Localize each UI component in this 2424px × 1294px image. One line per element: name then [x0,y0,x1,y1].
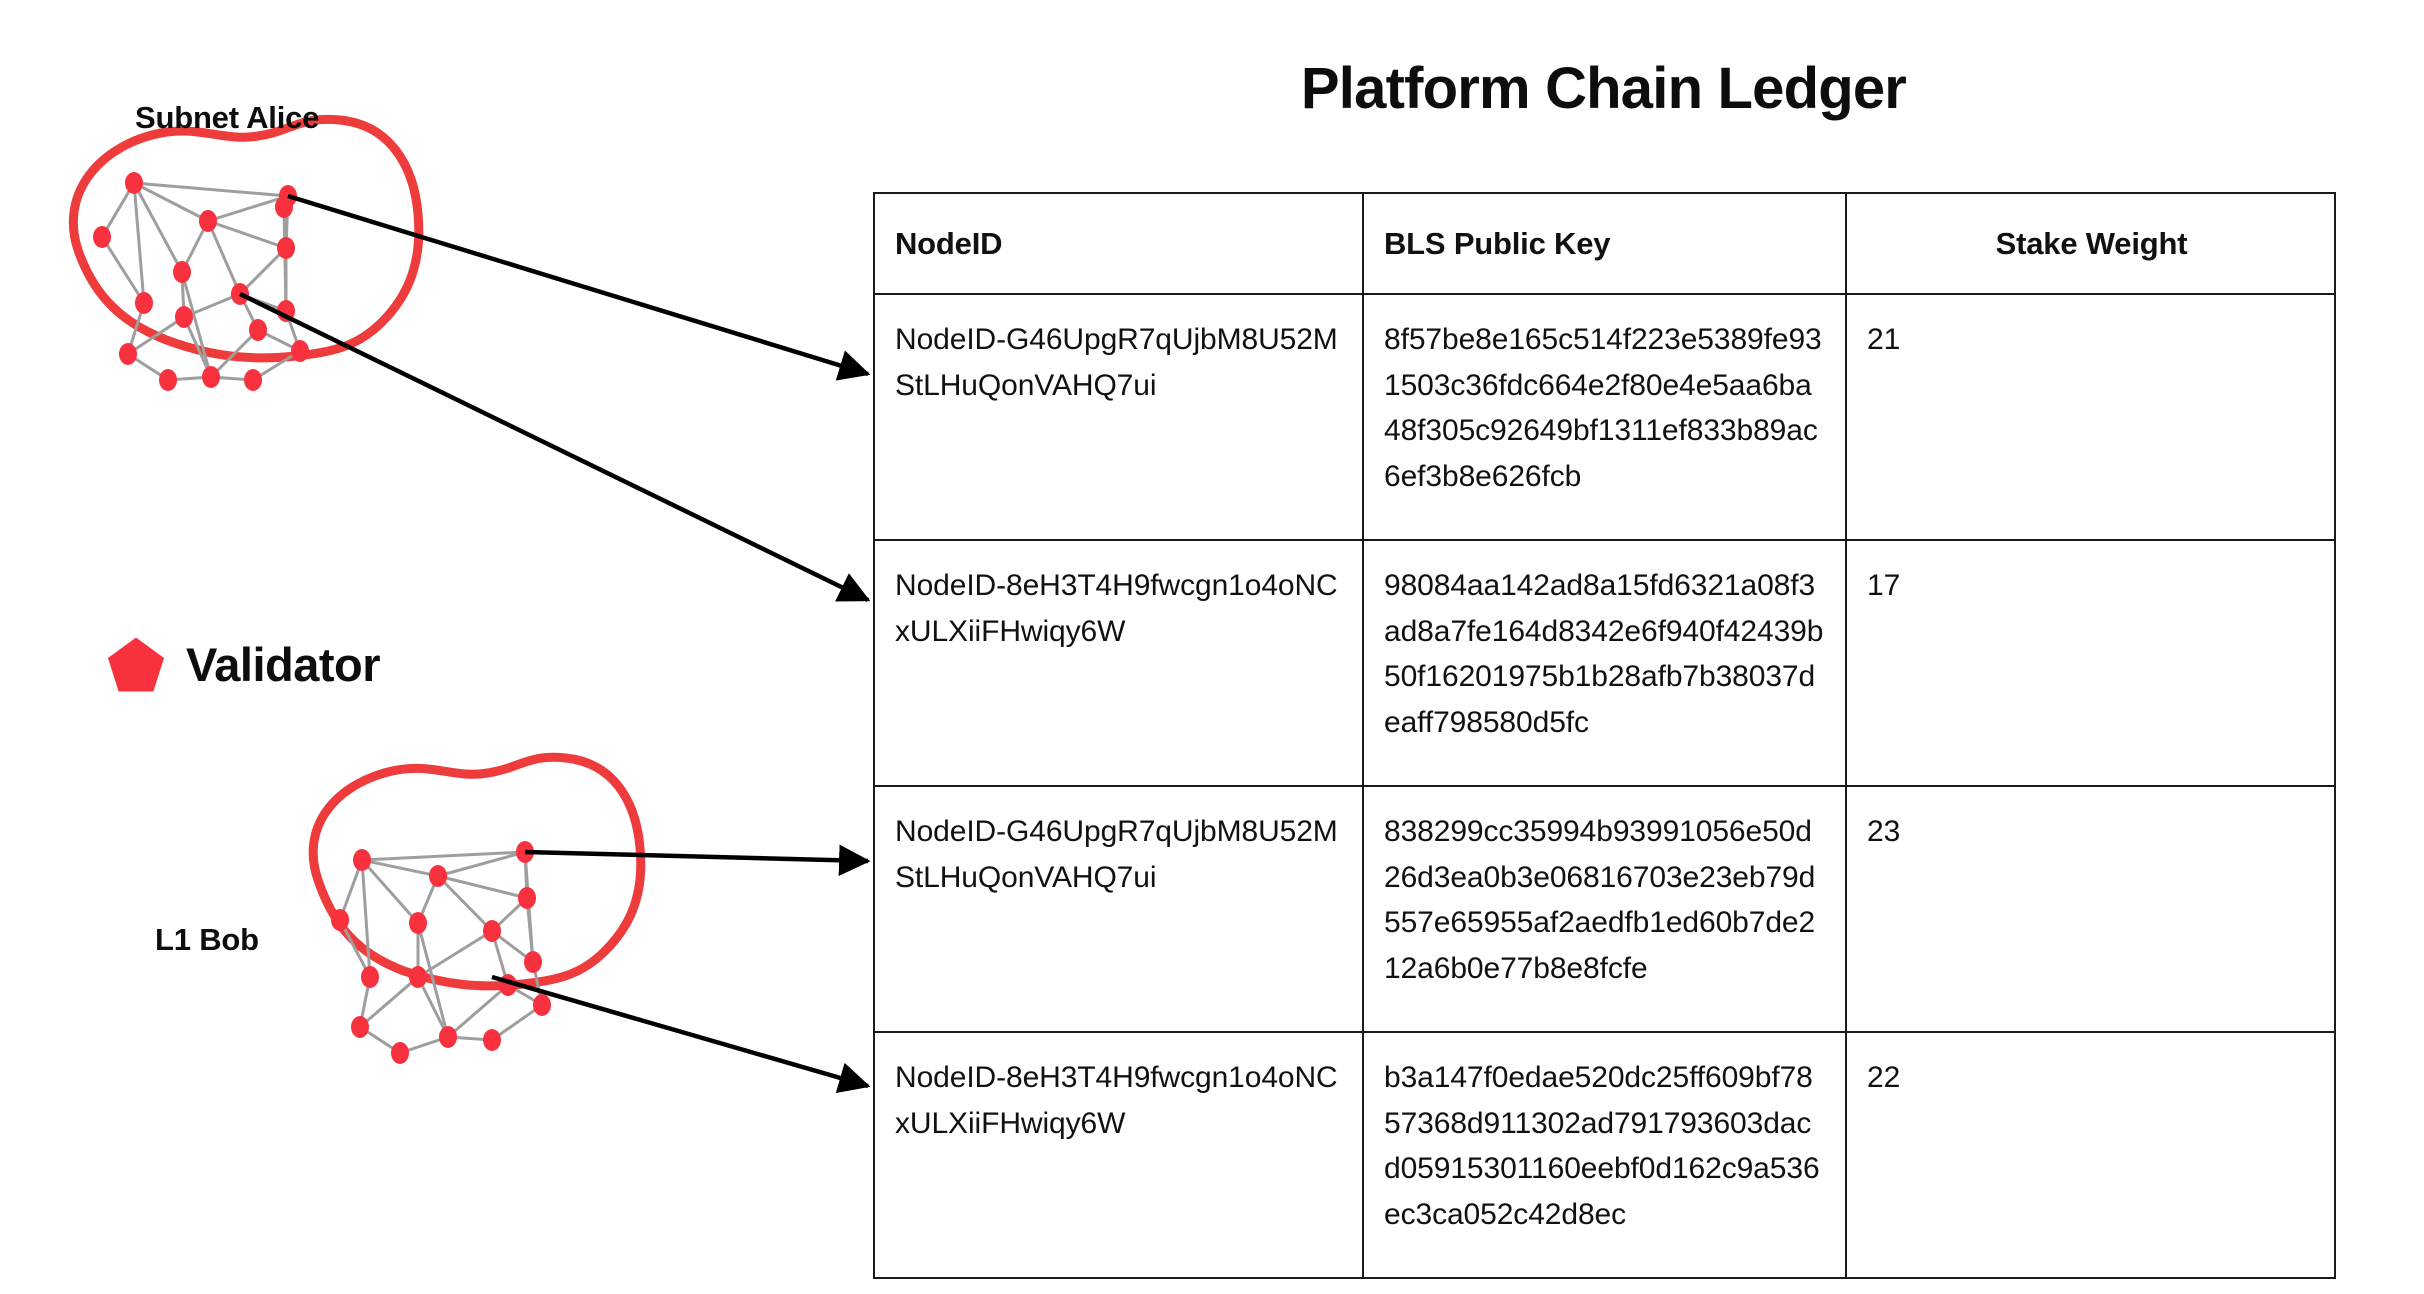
cell-nodeid: NodeID-8eH3T4H9fwcgn1o4oNCxULXiiFHwiqy6W [873,539,1364,788]
subnet-alice-label: Subnet Alice [135,100,320,135]
cell-nodeid: NodeID-G46UpgR7qUjbM8U52MStLHuQonVAHQ7ui [873,293,1364,542]
cell-stake-weight: 23 [1845,785,2336,1034]
cell-nodeid: NodeID-G46UpgR7qUjbM8U52MStLHuQonVAHQ7ui [873,785,1364,1034]
cell-bls-public-key: b3a147f0edae520dc25ff609bf7857368d911302… [1362,1031,1847,1280]
validator-legend: Validator [108,637,381,692]
cell-bls-public-key: 838299cc35994b93991056e50d26d3ea0b3e0681… [1362,785,1847,1034]
column-header-nodeid: NodeID [873,191,1364,296]
table-row: NodeID-8eH3T4H9fwcgn1o4oNCxULXiiFHwiqy6W… [873,539,2336,788]
pentagon-icon [108,637,164,692]
arrow-alice-to-row2 [239,291,871,603]
cell-stake-weight: 17 [1845,539,2336,788]
diagram-panel: Subnet Alice L1 Bob Validator [0,0,880,1294]
table-row: NodeID-G46UpgR7qUjbM8U52MStLHuQonVAHQ7ui… [873,293,2336,542]
subnet-alice-group [68,114,424,391]
platform-chain-ledger-table: NodeID BLS Public Key Stake Weight NodeI… [873,191,2336,1280]
validator-legend-label: Validator [186,638,381,691]
l1-bob-group [308,752,646,1064]
l1-bob-label: L1 Bob [155,922,259,957]
l1-bob-blob-outline [308,752,646,991]
table-row: NodeID-G46UpgR7qUjbM8U52MStLHuQonVAHQ7ui… [873,785,2336,1034]
table-header: NodeID BLS Public Key Stake Weight [873,191,2336,296]
network-diagram [68,114,871,1094]
cell-bls-public-key: 8f57be8e165c514f223e5389fe931503c36fdc66… [1362,293,1847,542]
connector-arrows [239,193,871,1094]
subnet-alice-nodes [93,172,309,391]
table-body: NodeID-G46UpgR7qUjbM8U52MStLHuQonVAHQ7ui… [873,293,2336,1280]
cell-stake-weight: 21 [1845,293,2336,542]
column-header-bls-public-key: BLS Public Key [1362,191,1847,296]
table-row: NodeID-8eH3T4H9fwcgn1o4oNCxULXiiFHwiqy6W… [873,1031,2336,1280]
arrow-alice-to-row1 [287,193,871,381]
table-header-row: NodeID BLS Public Key Stake Weight [873,191,2336,296]
arrow-bob-to-row4 [491,974,871,1094]
subnet-alice-blob-outline [68,114,424,363]
cell-stake-weight: 22 [1845,1031,2336,1280]
cell-bls-public-key: 98084aa142ad8a15fd6321a08f3ad8a7fe164d83… [1362,539,1847,788]
column-header-stake-weight: Stake Weight [1845,191,2336,296]
page-title: Platform Chain Ledger [1300,56,1907,121]
l1-bob-nodes [331,841,551,1064]
cell-nodeid: NodeID-8eH3T4H9fwcgn1o4oNCxULXiiFHwiqy6W [873,1031,1364,1280]
arrow-bob-to-row3 [524,844,871,876]
